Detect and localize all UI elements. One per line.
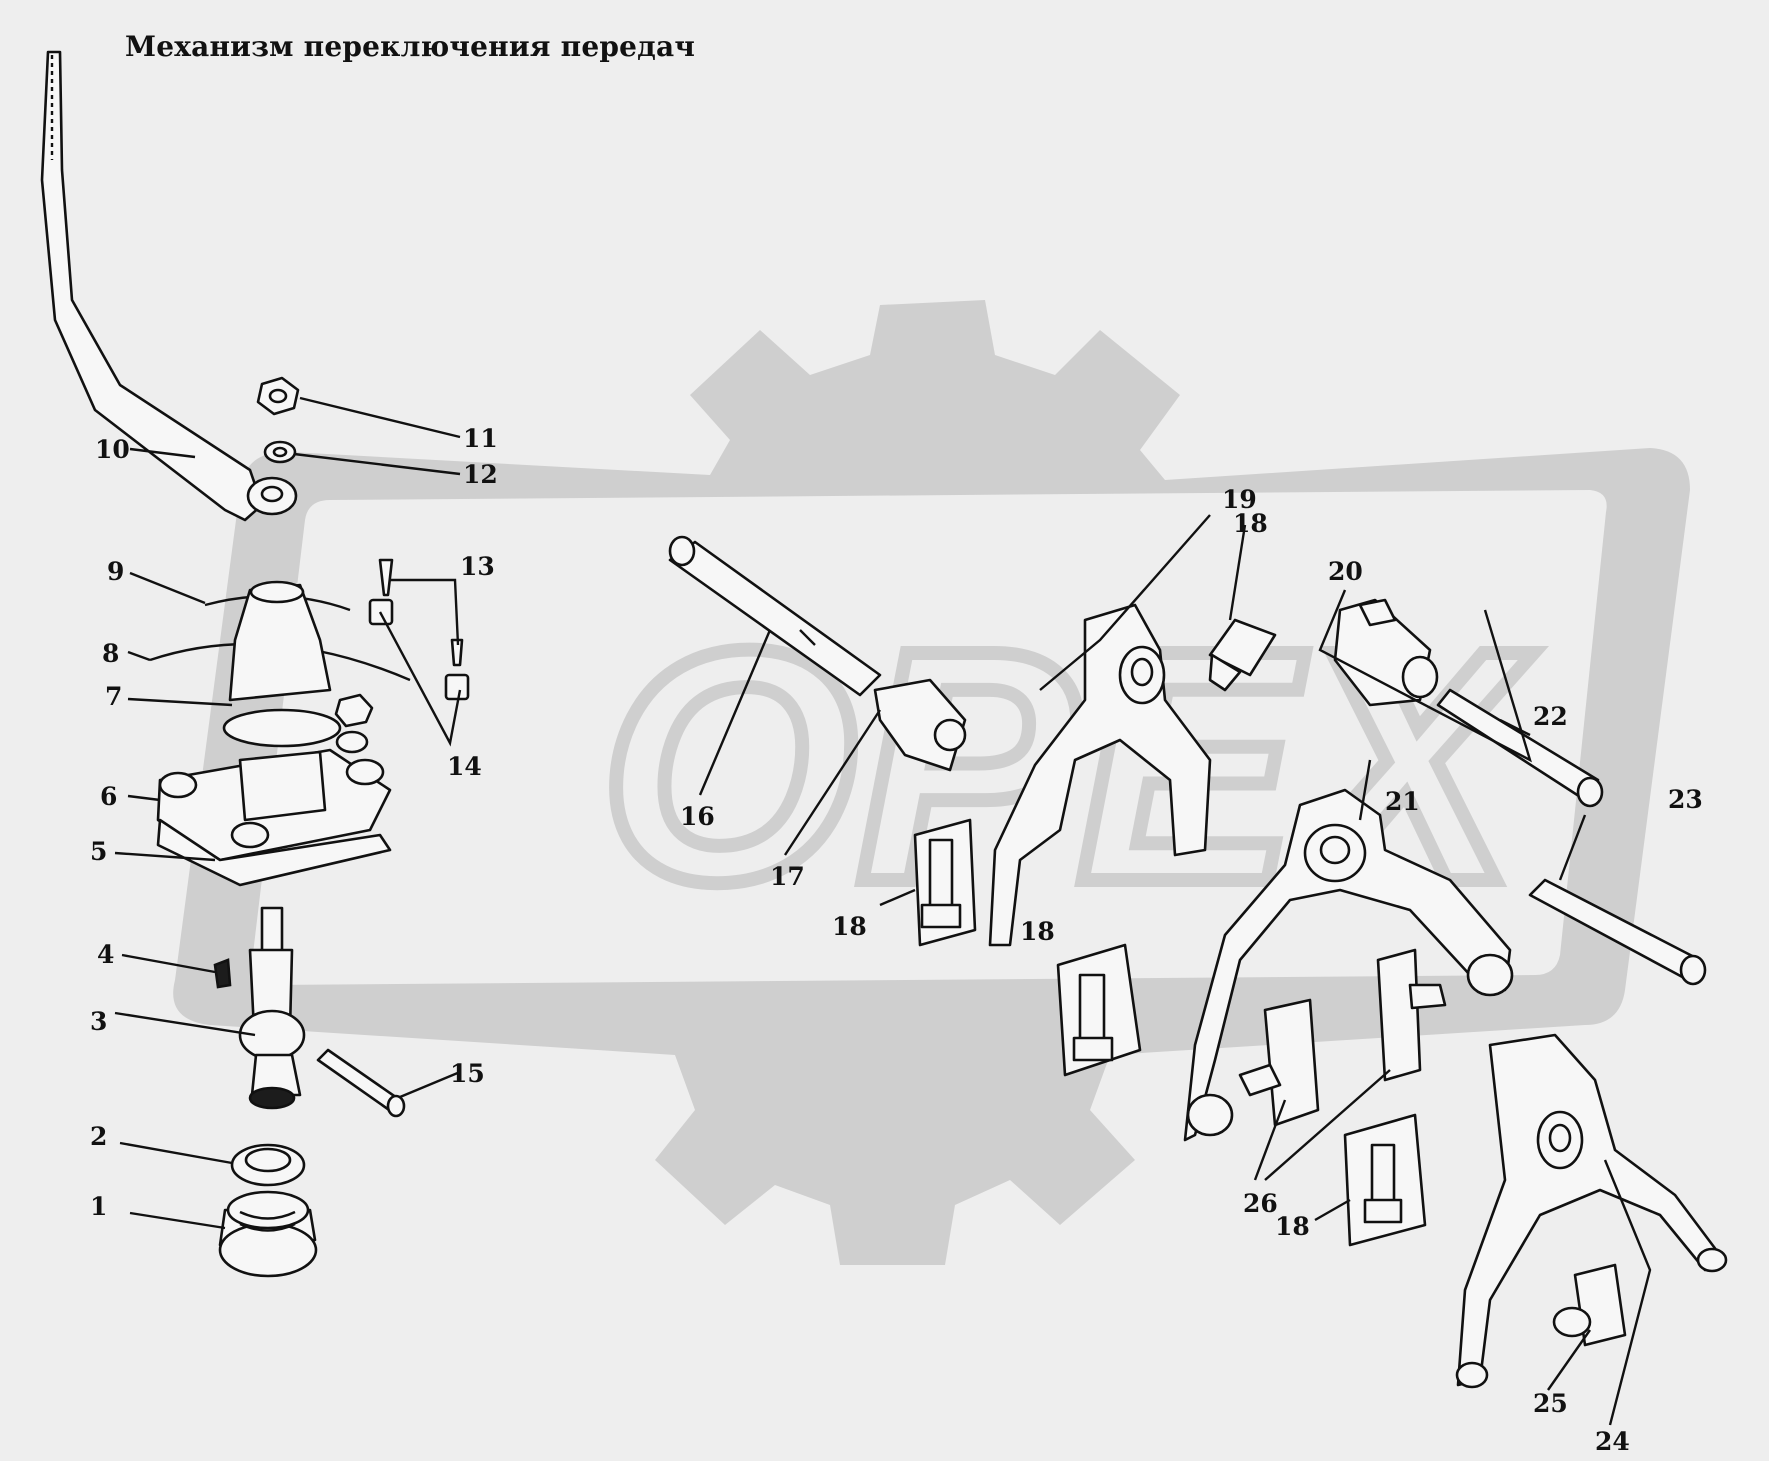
part-18-detent-bolt-c [1056, 943, 1142, 1077]
callout-17: 17 [770, 862, 805, 891]
part-23-shift-rod [1528, 878, 1707, 986]
callout-7: 7 [105, 682, 122, 711]
part-22-shift-rod [1436, 688, 1604, 808]
callout-23: 23 [1668, 785, 1703, 814]
part-12-spring-washer [263, 440, 297, 464]
part-10-gear-lever [40, 50, 298, 522]
callout-labels: 1 2 3 4 5 6 7 8 9 10 11 12 13 14 15 16 1… [90, 424, 1703, 1456]
callout-16: 16 [680, 802, 715, 831]
callout-13: 13 [460, 552, 495, 581]
callout-18-b: 18 [1233, 509, 1268, 538]
part-25-slide-block [1552, 1263, 1627, 1347]
callout-4: 4 [97, 940, 114, 969]
part-20-shift-head [1333, 598, 1439, 707]
part-11-nut [256, 376, 300, 416]
watermark-gear-logo: OPEX [173, 300, 1690, 1265]
part-17-shift-head [873, 678, 967, 772]
part-18-detent-bolt-d [1343, 1113, 1427, 1247]
part-5-gasket [156, 818, 392, 887]
part-16-shift-rod [668, 535, 882, 697]
callout-18-a: 18 [832, 912, 867, 941]
diagram-title: Механизм переключения передач [125, 30, 696, 63]
part-4-key [213, 958, 232, 989]
callout-20: 20 [1328, 557, 1363, 586]
part-19-shift-fork [988, 603, 1212, 947]
part-7-boot [222, 580, 342, 748]
part-6-lever-housing [156, 748, 392, 862]
callout-18-d: 18 [1020, 917, 1055, 946]
callout-12: 12 [463, 460, 498, 489]
callout-15: 15 [450, 1059, 485, 1088]
part-18-detent-bolt-b [1208, 618, 1277, 692]
callout-25: 25 [1533, 1389, 1568, 1418]
callout-3: 3 [90, 1007, 107, 1036]
leader-lines [114, 396, 1652, 1426]
callout-21: 21 [1385, 787, 1420, 816]
part-3-lever-shaft [238, 906, 306, 1110]
callout-14: 14 [447, 752, 482, 781]
callout-26: 26 [1243, 1189, 1278, 1218]
callout-24: 24 [1595, 1427, 1630, 1456]
callout-2: 2 [90, 1122, 107, 1151]
part-21-shift-fork [1183, 788, 1514, 1142]
part-26-slide-block [1238, 948, 1447, 1127]
callout-8: 8 [102, 639, 119, 668]
callout-5: 5 [90, 837, 107, 866]
callout-10: 10 [95, 435, 130, 464]
callout-19: 19 [1222, 485, 1257, 514]
callout-22: 22 [1533, 702, 1568, 731]
part-2-ring [230, 1143, 306, 1187]
callout-6: 6 [100, 782, 117, 811]
callout-1: 1 [90, 1192, 107, 1221]
part-18-detent-bolt-a [913, 818, 977, 947]
part-24-shift-fork [1455, 1033, 1728, 1389]
part-15-pin [316, 1048, 406, 1118]
callout-11: 11 [463, 424, 498, 453]
callout-18-c: 18 [1275, 1212, 1310, 1241]
callout-9: 9 [107, 557, 124, 586]
part-1-spring-cup [218, 1190, 318, 1278]
